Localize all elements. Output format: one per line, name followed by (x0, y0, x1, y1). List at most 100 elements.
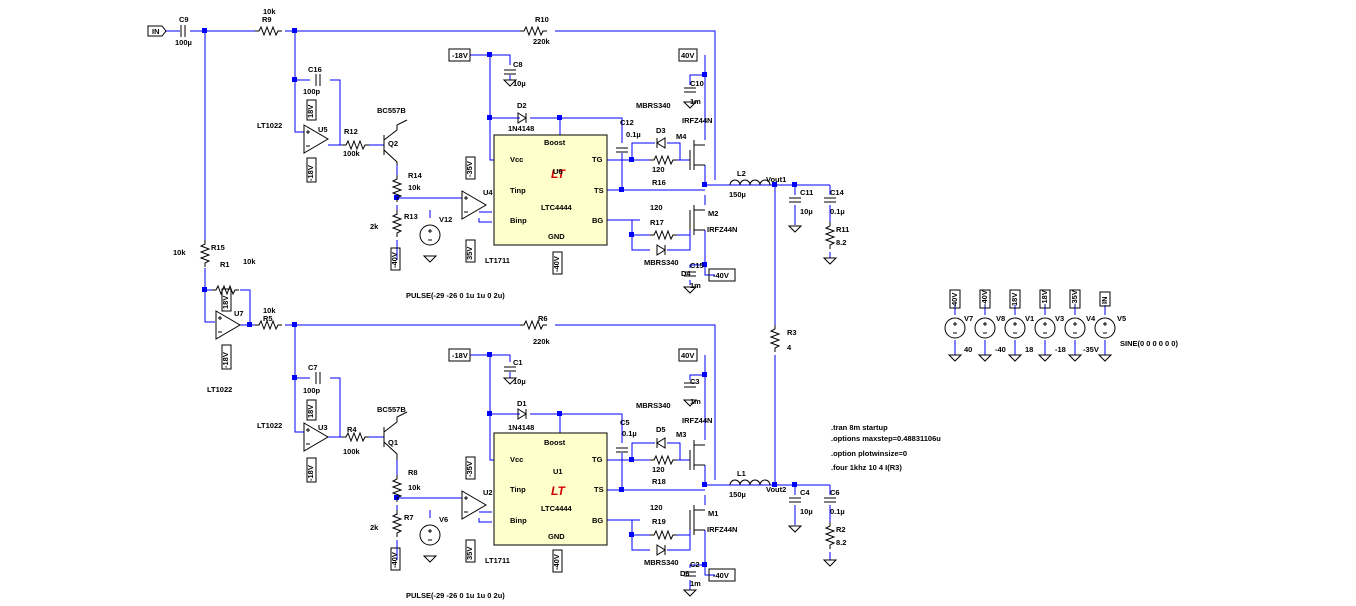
c6-value: 0.1µ (830, 507, 845, 516)
pin-bg: BG (592, 216, 603, 225)
supply-flag-label: 18V (221, 296, 230, 309)
c1-capacitor (503, 366, 517, 372)
r2-resistor (825, 521, 835, 550)
pin-boost: Boost (544, 438, 566, 447)
pin-vcc: Vcc (510, 455, 523, 464)
c14-value: 0.1µ (830, 207, 845, 216)
bottom-channel-wires (204, 289, 831, 590)
r17-resistor (649, 230, 678, 240)
c12-value: 0.1µ (626, 130, 641, 139)
c8-value: 10µ (513, 79, 526, 88)
r17-value: 120 (650, 203, 663, 212)
net-flag-label: -40V (713, 271, 729, 280)
u2-label: U2 (483, 488, 493, 497)
c8-capacitor (503, 69, 517, 75)
v7-label: V7 (964, 314, 973, 323)
pin-binp: Binp (510, 216, 527, 225)
pulse-source-label: PULSE(-29 -26 0 1u 1u 0 2u) (406, 591, 505, 600)
c6-capacitor (823, 497, 837, 503)
r15-value: 10k (173, 248, 186, 257)
l2-inductor (729, 179, 771, 186)
mosfet-model-label: IRFZ44N (682, 116, 712, 125)
r18-value: 120 (652, 465, 665, 474)
spice-directive: .tran 8m startup (831, 423, 888, 432)
ground-symbol (1008, 354, 1022, 362)
r5-value: 10k (263, 306, 276, 315)
junction-dots (202, 28, 797, 567)
supply-flag-label: -18V (1040, 290, 1049, 306)
r18-label: R18 (652, 477, 666, 486)
c10-value: 1m (690, 97, 701, 106)
lt1711-label: LT1711 (485, 556, 510, 565)
v4-label: V4 (1086, 314, 1096, 323)
pin-binp: Binp (510, 516, 527, 525)
supply-flag-label: IN (1100, 297, 1109, 305)
c2-value: 1m (690, 579, 701, 588)
c16-value: 100p (303, 87, 321, 96)
ltc4444-label: LTC4444 (541, 203, 573, 212)
pin-tinp: Tinp (510, 186, 526, 195)
u6-driver-chip (493, 134, 608, 246)
r7-resistor (392, 509, 402, 538)
ground-symbol (788, 225, 802, 233)
lt1022-label: LT1022 (257, 421, 282, 430)
c9-value: 100µ (175, 38, 192, 47)
supply-sources (944, 317, 1116, 362)
q1-transistor (383, 411, 408, 460)
v7-value: 40 (964, 345, 972, 354)
v4-source (1064, 317, 1086, 339)
supply-flag-label: -40V (552, 554, 561, 570)
d3-label: D3 (656, 126, 666, 135)
ground-symbol (1038, 354, 1052, 362)
r4-value: 100k (343, 447, 361, 456)
mosfet-model-label: IRFZ44N (707, 525, 737, 534)
pulse-source-label: PULSE(-29 -26 0 1u 1u 0 2u) (406, 291, 505, 300)
supply-flag-label: -40V (980, 290, 989, 306)
c7-value: 100p (303, 386, 321, 395)
c12-label: C12 (620, 118, 634, 127)
mbrs-label: MBRS340 (636, 401, 671, 410)
c14-capacitor (823, 197, 837, 203)
mbrs-label: MBRS340 (636, 101, 671, 110)
supply-flag-label: -18V (221, 352, 230, 368)
diode-model-label: 1N4148 (508, 124, 534, 133)
r7-value: 2k (370, 523, 379, 532)
vout1-label: Vout1 (766, 175, 786, 184)
r10-value: 220k (533, 37, 551, 46)
v12-source (419, 224, 441, 246)
u7-label: U7 (234, 309, 244, 318)
q2-label: Q2 (388, 139, 398, 148)
r13-label: R13 (404, 212, 418, 221)
ground-symbol (683, 589, 697, 597)
r17-label: R17 (650, 218, 664, 227)
r16-resistor (649, 155, 678, 165)
r2-value: 8.2 (836, 538, 846, 547)
net-flag-label: 40V (681, 51, 694, 60)
m3-mosfet (689, 440, 705, 470)
supply-flag-label: -40V (390, 252, 399, 268)
net-flags (221, 48, 1111, 582)
c14-label: C14 (830, 188, 845, 197)
c5-label: C5 (620, 418, 630, 427)
supply-flag-label: 18V (306, 405, 315, 418)
r4-label: R4 (347, 425, 357, 434)
top-components (147, 24, 837, 353)
v4-value: -35V (1083, 345, 1099, 354)
c8-label: C8 (513, 60, 523, 69)
v5-value: SINE(0 0 0 0 0 0) (1120, 339, 1178, 348)
supply-flag-label: 18V (1010, 293, 1019, 306)
c16-capacitor (315, 73, 321, 87)
ground-symbol (823, 257, 837, 265)
v3-source (1034, 317, 1056, 339)
c3-label: C3 (690, 377, 700, 386)
pin-tinp: Tinp (510, 485, 526, 494)
c5-capacitor (615, 447, 629, 453)
u6-logo-mark: LT (551, 167, 566, 181)
c9-capacitor (180, 24, 186, 38)
u6-label: U6 (553, 167, 563, 176)
pin-ts: TS (594, 485, 604, 494)
component-labels: IN C9 100µ 10k R9 R10 220k C16 100p U5 L… (152, 7, 1178, 600)
r13-value: 2k (370, 222, 379, 231)
r3-label: R3 (787, 328, 797, 337)
